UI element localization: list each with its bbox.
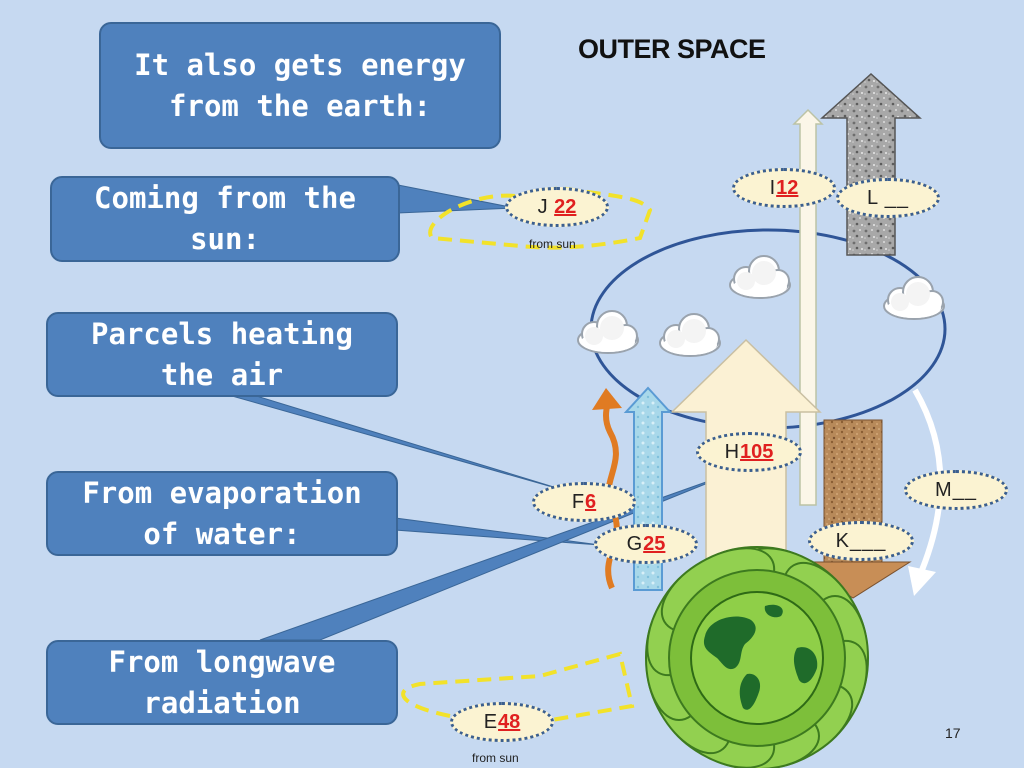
callout-line: the air (160, 357, 284, 392)
cloud-icon (577, 310, 639, 354)
label-value: 6 (585, 490, 597, 513)
sun-loop-arrow (428, 185, 653, 250)
label-k: K___ (808, 521, 914, 561)
continent-north-america (703, 616, 756, 670)
cloud-icon (659, 313, 721, 357)
white-curve-arrowhead (908, 566, 936, 596)
callout-line: Coming from the (94, 181, 356, 215)
callout-line: From longwave (108, 644, 336, 679)
callout-line: It also gets energy (134, 47, 466, 82)
label-letter: G (626, 532, 643, 555)
earth-loop-arrow (401, 651, 635, 724)
label-j: J 22 (505, 187, 609, 227)
callout-from-sun: Coming from the sun: (50, 176, 400, 262)
continent-europe-africa (793, 647, 818, 684)
callout-line: from the earth: (169, 88, 431, 123)
label-value: 105 (740, 440, 774, 463)
callout-line: of water: (143, 516, 301, 551)
label-value: 12 (776, 176, 799, 199)
label-blank: ___ (849, 529, 887, 552)
label-value: 22 (554, 195, 577, 218)
gray-arrow-up (820, 72, 922, 256)
callout-line: sun: (190, 222, 260, 256)
continent-greenland (764, 604, 783, 618)
label-blank: __ (884, 186, 909, 209)
label-letter: F (571, 490, 585, 513)
label-blank: __ (952, 478, 977, 501)
continent-south-america (739, 673, 761, 710)
from-sun-label-bottom: from sun (472, 751, 519, 765)
label-letter: I (769, 176, 776, 199)
orange-arrowhead (592, 388, 622, 410)
page-number: 17 (945, 725, 961, 741)
callout-line: radiation (143, 685, 301, 720)
label-letter: E (483, 710, 498, 733)
label-letter: H (724, 440, 740, 463)
callout-energy-from-earth: It also gets energy from the earth: (99, 22, 501, 149)
callout-line: From evaporation (82, 475, 362, 510)
callout-parcels-heating: Parcels heating the air (46, 312, 398, 397)
label-letter: M (935, 478, 952, 501)
label-l: L __ (836, 178, 940, 218)
label-value: 25 (643, 532, 666, 555)
sun-callout-pointer (397, 184, 516, 214)
from-sun-label-top: from sun (529, 237, 576, 251)
callout-line: Parcels heating (91, 316, 353, 351)
callout-evaporation: From evaporation of water: (46, 471, 398, 556)
label-m: M__ (904, 470, 1008, 510)
callout-longwave: From longwave radiation (46, 640, 398, 725)
outer-space-title: OUTER SPACE (578, 34, 766, 64)
label-letter: L (867, 186, 879, 209)
label-letter: K (835, 529, 849, 552)
earth-flower (645, 546, 869, 768)
cloud-icon (883, 276, 945, 320)
label-value: 48 (498, 710, 521, 733)
cloud-icon (729, 255, 791, 299)
label-letter: J (537, 195, 548, 218)
